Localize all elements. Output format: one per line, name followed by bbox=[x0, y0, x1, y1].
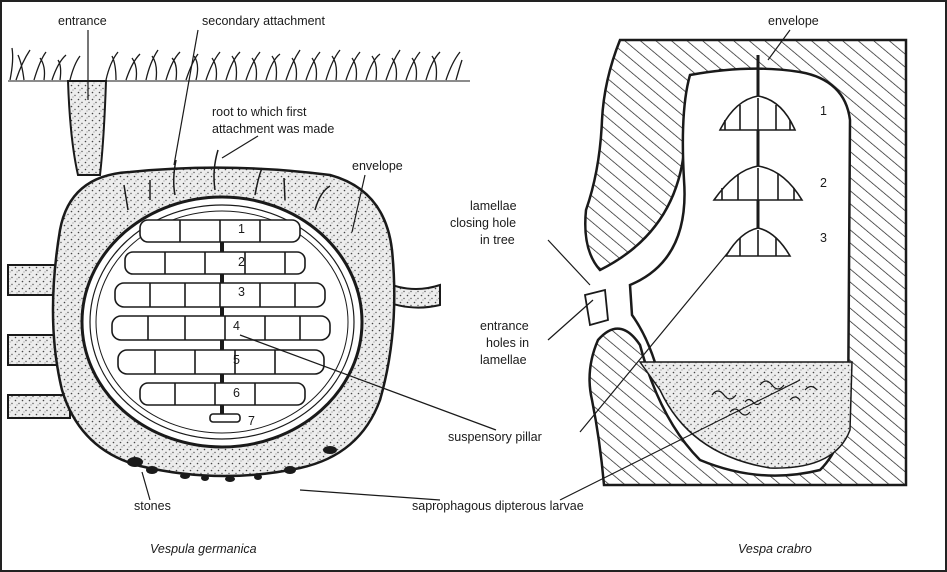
comb-number-4: 4 bbox=[233, 319, 240, 333]
label-lamellae-line-3: in tree bbox=[480, 233, 515, 247]
label-suspensory-pillar: suspensory pillar bbox=[448, 430, 542, 444]
vespa-tree-drawing bbox=[585, 40, 906, 485]
comb-7 bbox=[210, 414, 240, 422]
label-secondary-attachment: secondary attachment bbox=[202, 14, 326, 28]
lamellae-entrance bbox=[585, 290, 608, 325]
label-entrance-holes-line-1: entrance bbox=[480, 319, 529, 333]
label-entrance: entrance bbox=[58, 14, 107, 28]
label-lamellae-line-2: closing hole bbox=[450, 216, 516, 230]
crabro-number-3: 3 bbox=[820, 231, 827, 245]
comb-number-7: 7 bbox=[248, 414, 255, 428]
label-root-line-1: root to which first bbox=[212, 105, 307, 119]
label-entrance-holes-line-2: holes in bbox=[486, 336, 529, 350]
grass-surface bbox=[8, 48, 470, 81]
comb-2 bbox=[125, 252, 305, 274]
caption-vespula: Vespula germanica bbox=[150, 542, 257, 556]
crabro-number-1: 1 bbox=[820, 104, 827, 118]
comb-6 bbox=[140, 383, 305, 405]
label-envelope-right: envelope bbox=[768, 14, 819, 28]
label-envelope-left: envelope bbox=[352, 159, 403, 173]
label-saprophagous-larvae: saprophagous dipterous larvae bbox=[412, 499, 584, 513]
label-entrance-holes-line-3: lamellae bbox=[480, 353, 527, 367]
comb-number-5: 5 bbox=[233, 353, 240, 367]
crabro-number-2: 2 bbox=[820, 176, 827, 190]
label-lamellae-line-1: lamellae bbox=[470, 199, 517, 213]
comb-number-6: 6 bbox=[233, 386, 240, 400]
comb-number-3: 3 bbox=[238, 285, 245, 299]
comb-number-2: 2 bbox=[238, 255, 245, 269]
comb-4 bbox=[112, 316, 330, 340]
caption-vespa: Vespa crabro bbox=[738, 542, 812, 556]
label-root-line-2: attachment was made bbox=[212, 122, 334, 136]
comb-number-1: 1 bbox=[238, 222, 245, 236]
label-stones: stones bbox=[134, 499, 171, 513]
comb-5 bbox=[118, 350, 324, 374]
entrance-tunnel bbox=[68, 81, 106, 175]
